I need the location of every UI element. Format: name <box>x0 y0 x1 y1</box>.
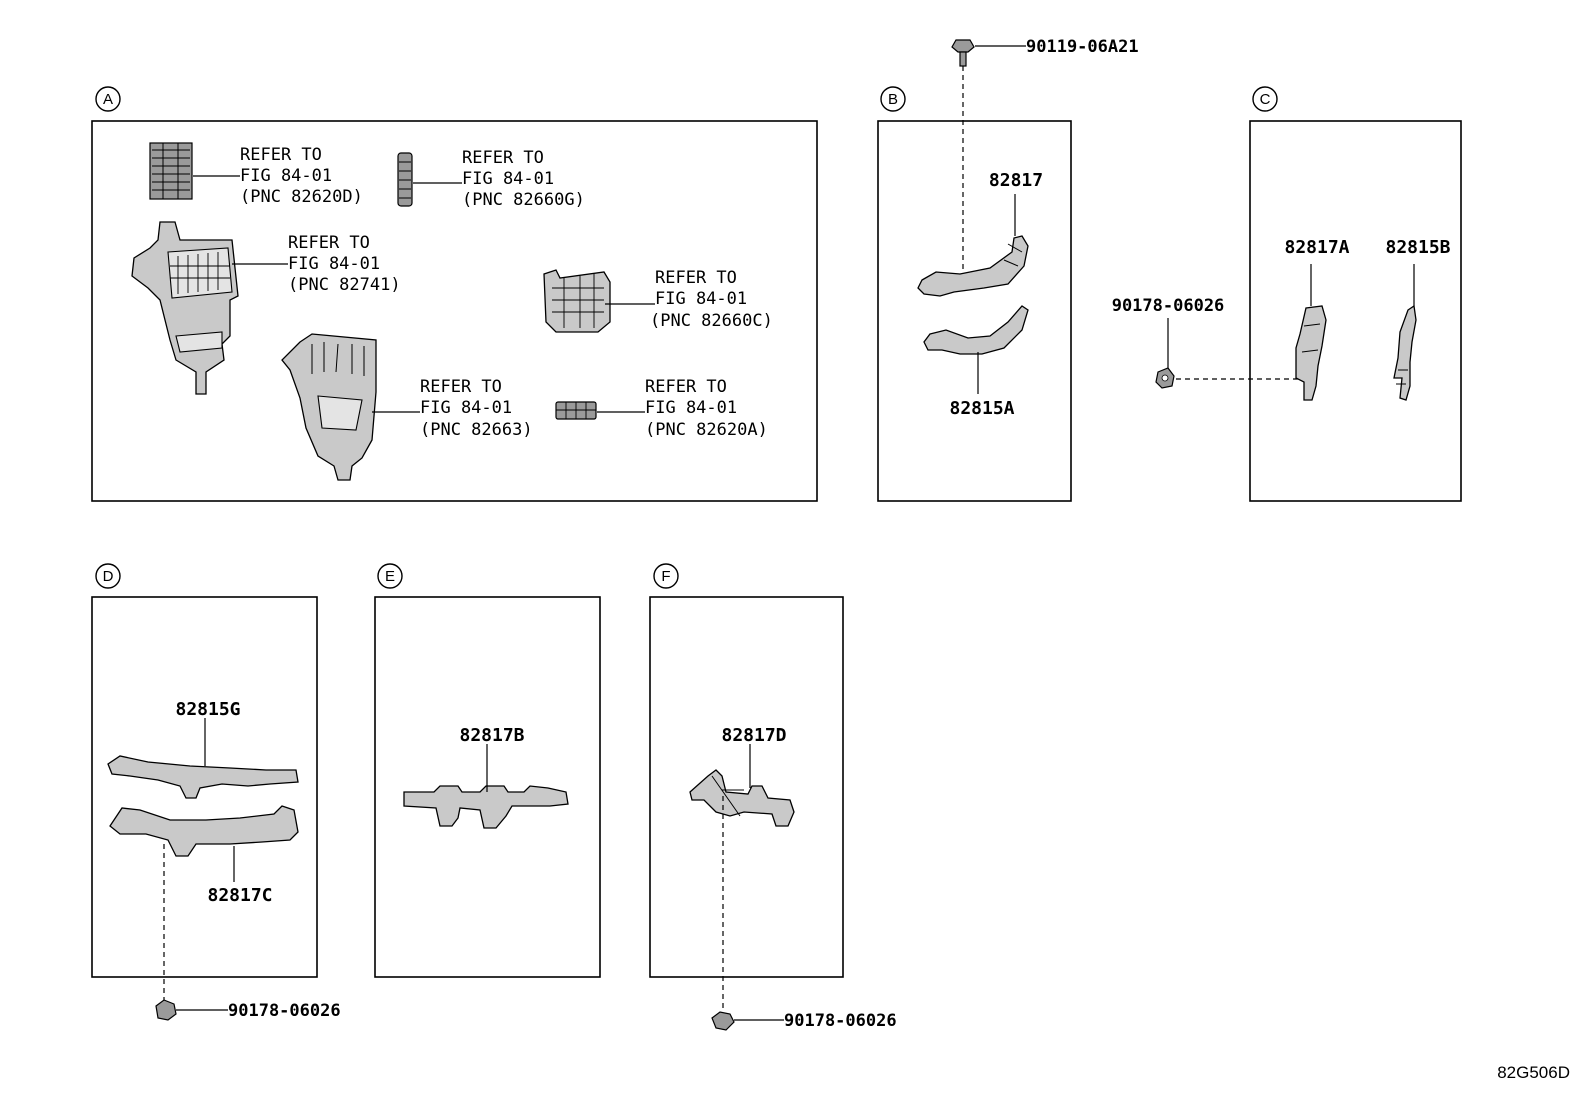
nut-d-part-number: 90178-06026 <box>228 1001 341 1021</box>
section-d-badge <box>95 563 121 589</box>
ref-82660C: REFER TO FIG 84-01 (PNC 82660C) <box>650 268 773 331</box>
bracket-82817A-icon <box>1295 305 1327 401</box>
bracket-82817C-icon <box>109 805 299 857</box>
section-c-letter: C <box>1260 91 1271 108</box>
section-d-letter: D <box>103 568 114 585</box>
nut-c-part-number: 90178-06026 <box>1112 296 1225 316</box>
part-82815B-label: 82815B <box>1385 237 1450 258</box>
section-a-letter: A <box>103 91 113 108</box>
section-f-frame <box>649 596 844 978</box>
nut-icon <box>155 999 177 1021</box>
fuse-strip-icon <box>397 152 413 207</box>
bolt-icon <box>951 39 975 67</box>
part-82817A-label: 82817A <box>1284 237 1349 258</box>
section-e-badge <box>377 563 403 589</box>
nut-f-part-number: 90178-06026 <box>784 1011 897 1031</box>
section-c: C 90178-06026 82817A 82815B <box>1112 86 1462 502</box>
section-d-frame <box>91 596 318 978</box>
section-b-badge <box>880 86 906 112</box>
ref-82741: REFER TO FIG 84-01 (PNC 82741) <box>288 233 401 295</box>
section-a: A REFER TO FIG 84-01 (PNC 82620D) REFER … <box>91 86 818 502</box>
section-b: B 90119-06A21 82817 82815A <box>877 37 1139 502</box>
section-d: D 82815G 82817C 90178-06026 <box>91 563 341 1021</box>
part-82815A-label: 82815A <box>949 398 1014 419</box>
section-b-letter: B <box>888 91 898 108</box>
figure-code: 82G506D <box>1497 1063 1570 1082</box>
bolt-part-number: 90119-06A21 <box>1026 37 1139 57</box>
ref-82663: REFER TO FIG 84-01 (PNC 82663) <box>420 377 533 440</box>
section-e: E 82817B <box>374 563 601 978</box>
bracket-82817D-icon <box>689 769 795 827</box>
bracket-82815B-icon <box>1393 304 1417 401</box>
bracket-82815A-icon <box>923 305 1029 355</box>
section-b-frame <box>877 120 1072 502</box>
section-a-badge <box>95 86 121 112</box>
ref-82620A: REFER TO FIG 84-01 (PNC 82620A) <box>645 377 768 440</box>
junction-box-icon <box>131 221 239 395</box>
section-a-frame <box>91 120 818 502</box>
box-cover-icon <box>281 333 377 481</box>
section-f-badge <box>653 563 679 589</box>
section-f: F 82817D 90178-06026 <box>649 563 897 1031</box>
nut-icon <box>711 1011 735 1031</box>
part-82817D-label: 82817D <box>721 725 786 746</box>
part-82817-label: 82817 <box>989 170 1043 191</box>
ref-82660G: REFER TO FIG 84-01 (PNC 82660G) <box>462 148 585 210</box>
relay-block-icon <box>149 142 193 200</box>
bracket-82817B-icon <box>403 785 569 829</box>
part-82815G-label: 82815G <box>175 699 240 720</box>
relay-box-icon <box>543 269 611 333</box>
bracket-82817-icon <box>917 235 1029 297</box>
section-f-letter: F <box>661 568 670 585</box>
nut-icon <box>1155 367 1175 389</box>
connector-icon <box>555 401 597 420</box>
section-c-frame <box>1249 120 1462 502</box>
section-c-badge <box>1252 86 1278 112</box>
part-82817B-label: 82817B <box>459 725 524 746</box>
bracket-82815G-icon <box>107 755 299 799</box>
part-82817C-label: 82817C <box>207 885 272 906</box>
section-e-letter: E <box>385 568 395 585</box>
section-e-frame <box>374 596 601 978</box>
ref-82620D: REFER TO FIG 84-01 (PNC 82620D) <box>240 145 363 207</box>
